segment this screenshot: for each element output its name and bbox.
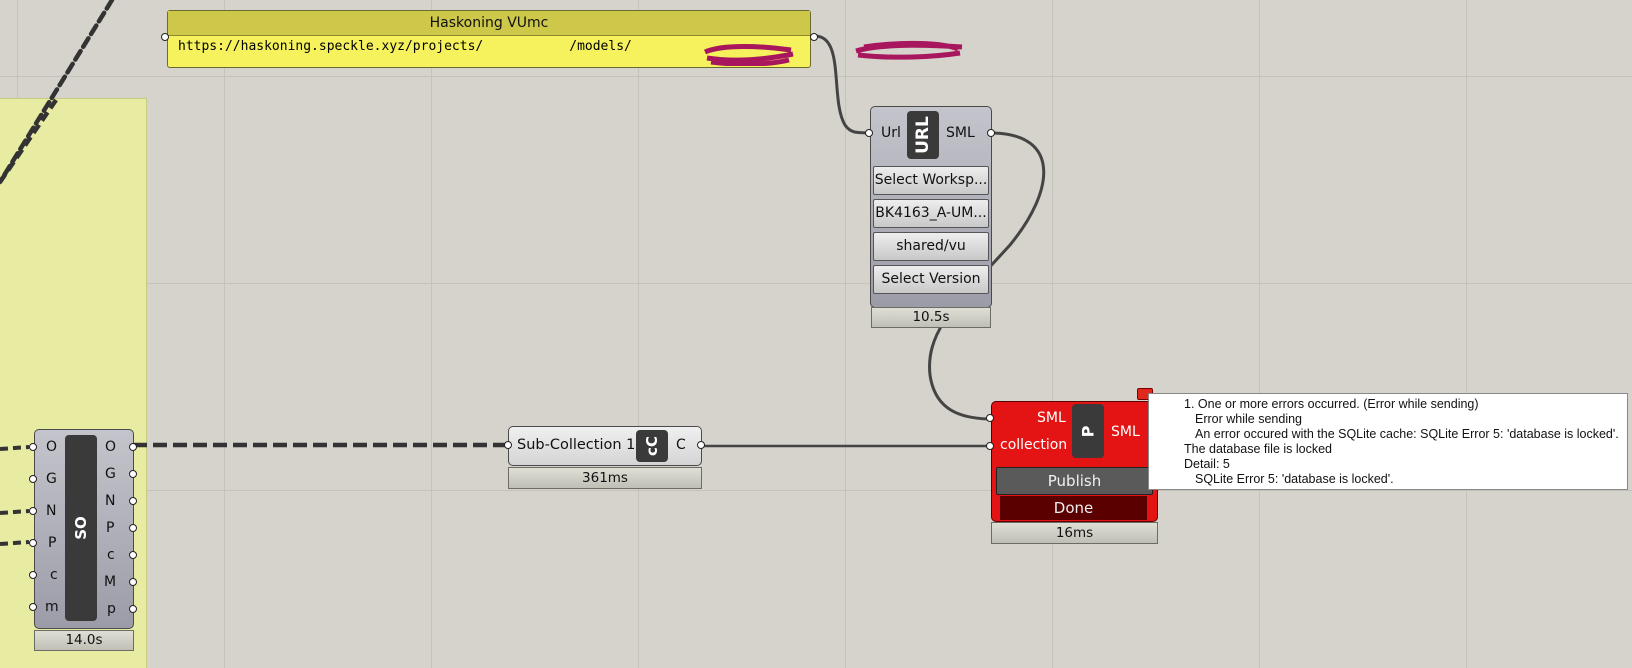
so-input-grip[interactable] <box>29 443 37 451</box>
sub-collection-timing: 361ms <box>508 467 702 489</box>
wire-panel-to-url <box>814 34 870 135</box>
so-output-label: O <box>105 439 117 455</box>
so-output-grip[interactable] <box>129 470 137 478</box>
so-output-label: N <box>105 493 116 509</box>
url-input-label: Url <box>881 125 901 141</box>
publish-timing: 16ms <box>991 522 1158 544</box>
select-workspace-button[interactable]: Select Worksp... <box>873 166 989 195</box>
so-input-label: N <box>46 503 57 519</box>
so-timing: 14.0s <box>34 630 134 651</box>
error-line: 1. One or more errors occurred. (Error w… <box>1184 397 1479 411</box>
publish-nickname: P <box>1072 404 1104 458</box>
sub-collection-input-grip[interactable] <box>504 441 512 449</box>
sub-collection-output-label: C <box>676 437 686 453</box>
so-output-grip[interactable] <box>129 443 137 451</box>
publish-component[interactable]: SML collection P SML Publish <box>991 401 1158 522</box>
so-output-label: G <box>105 466 116 482</box>
so-output-grip[interactable] <box>129 524 137 532</box>
error-tooltip: 1. One or more errors occurred. (Error w… <box>1148 393 1628 490</box>
url-component[interactable]: Url URL SML Select Worksp... BK4163_A-UM… <box>870 106 992 308</box>
sub-collection-label: Sub-Collection 1 <box>517 437 636 453</box>
so-input-grip[interactable] <box>29 539 37 547</box>
so-input-label: O <box>46 439 58 455</box>
wire-dashed-left-3 <box>0 540 30 546</box>
url-input-grip[interactable] <box>865 129 873 137</box>
so-output-label: c <box>107 547 115 563</box>
so-output-label: P <box>106 520 115 536</box>
select-version-button[interactable]: Select Version <box>873 265 989 294</box>
so-input-grip[interactable] <box>29 475 37 483</box>
publish-button[interactable]: Publish <box>996 467 1153 495</box>
error-line: The database file is locked <box>1184 442 1333 456</box>
panel-output-grip[interactable] <box>810 33 818 41</box>
redaction-scribble <box>855 40 963 60</box>
so-input-label: P <box>48 535 57 551</box>
so-output-grip[interactable] <box>129 497 137 505</box>
sub-collection-component[interactable]: Sub-Collection 1 cC C <box>508 426 702 466</box>
select-model-button[interactable]: shared/vu <box>873 232 989 261</box>
error-line: SQLite Error 5: 'database is locked'. <box>1195 472 1394 486</box>
so-output-grip[interactable] <box>129 605 137 613</box>
panel-url-prefix: https://haskoning.speckle.xyz/projects/ <box>178 39 484 54</box>
panel-title: Haskoning VUmc <box>168 11 810 36</box>
select-project-button[interactable]: BK4163_A-UM... <box>873 199 989 228</box>
publish-input-grip[interactable] <box>986 442 994 450</box>
so-output-grip[interactable] <box>129 551 137 559</box>
publish-status: Done <box>1000 496 1147 520</box>
url-output-label: SML <box>946 125 975 141</box>
wire-dashed-left-2 <box>0 509 30 515</box>
panel-url-middle: /models/ <box>569 39 632 54</box>
so-output-label: M <box>104 574 117 590</box>
publish-input-sml-label: SML <box>1037 410 1066 426</box>
panel-input-grip[interactable] <box>161 33 169 41</box>
url-output-grip[interactable] <box>987 129 995 137</box>
wire-dashed-diagonal-2 <box>0 98 58 184</box>
so-output-grip[interactable] <box>129 578 137 586</box>
publish-input-grip[interactable] <box>986 414 994 422</box>
publish-output-label: SML <box>1111 424 1140 440</box>
so-input-grip[interactable] <box>29 571 37 579</box>
publish-input-collection-label: collection <box>1000 437 1068 453</box>
so-nickname: SO <box>65 435 97 621</box>
so-input-grip[interactable] <box>29 507 37 515</box>
so-input-label: G <box>46 471 57 487</box>
sub-collection-output-grip[interactable] <box>697 441 705 449</box>
url-timing: 10.5s <box>871 307 991 328</box>
sub-collection-nickname: cC <box>636 430 668 462</box>
text-panel[interactable]: Haskoning VUmc https://haskoning.speckle… <box>167 10 963 68</box>
so-output-label: p <box>107 601 116 617</box>
error-line: Detail: 5 <box>1184 457 1230 471</box>
url-nickname: URL <box>907 111 939 159</box>
error-line: Error while sending <box>1195 412 1302 426</box>
so-input-grip[interactable] <box>29 603 37 611</box>
panel-url-text[interactable]: https://haskoning.speckle.xyz/projects/ /… <box>178 39 632 54</box>
so-component[interactable]: SO O G N P c m O G N P c M p <box>34 429 134 629</box>
so-input-label: c <box>50 567 58 583</box>
error-line: An error occured with the SQLite cache: … <box>1195 427 1619 441</box>
redaction-scribble <box>703 44 794 66</box>
so-input-label: m <box>45 599 59 615</box>
wire-dashed-left-1 <box>0 445 30 451</box>
